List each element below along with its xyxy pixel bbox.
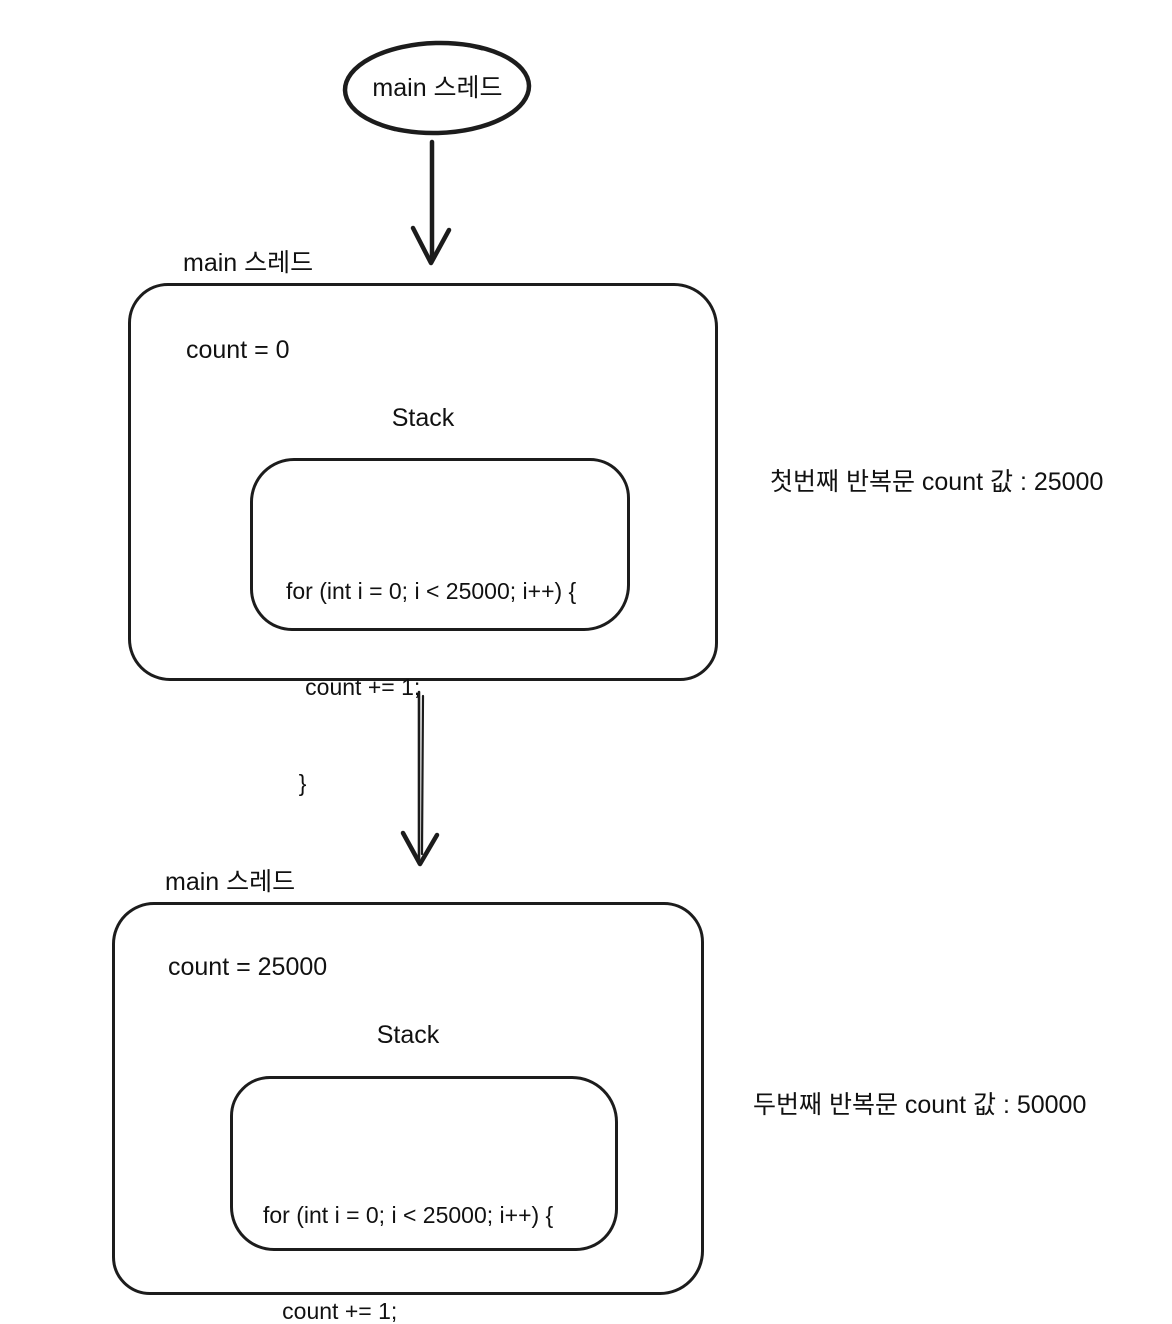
code-block-2: for (int i = 0; i < 25000; i++) { count … xyxy=(263,1135,553,1324)
code-line: for (int i = 0; i < 25000; i++) { xyxy=(263,1202,554,1228)
thread-box-2: count = 25000 Stack for (int i = 0; i < … xyxy=(112,902,704,1324)
stack-label-1: Stack xyxy=(391,404,455,432)
loop-annotation-1: 첫번째 반복문 count 값 : 25000 xyxy=(770,468,1104,496)
thread-box-1-label: main 스레드 xyxy=(183,249,314,277)
thread-box-2-label: main 스레드 xyxy=(165,868,296,896)
code-line: count += 1; xyxy=(263,1298,398,1324)
code-line: count += 1; xyxy=(286,674,421,700)
loop-annotation-2: 두번째 반복문 count 값 : 50000 xyxy=(753,1091,1087,1119)
count-value-1: count = 0 xyxy=(186,336,290,364)
code-line: } xyxy=(286,770,307,796)
stack-frame-box-1: for (int i = 0; i < 25000; i++) { count … xyxy=(250,458,630,796)
arrow-down-icon xyxy=(410,139,452,266)
count-value-2: count = 25000 xyxy=(168,953,328,981)
stack-frame-box-2: for (int i = 0; i < 25000; i++) { count … xyxy=(230,1076,618,1324)
code-line: for (int i = 0; i < 25000; i++) { xyxy=(286,578,577,604)
stack-label-2: Stack xyxy=(376,1021,440,1049)
thread-box-1: count = 0 Stack for (int i = 0; i < 2500… xyxy=(128,283,718,796)
start-node-label: main 스레드 xyxy=(372,73,503,102)
code-block-1: for (int i = 0; i < 25000; i++) { count … xyxy=(286,511,576,863)
